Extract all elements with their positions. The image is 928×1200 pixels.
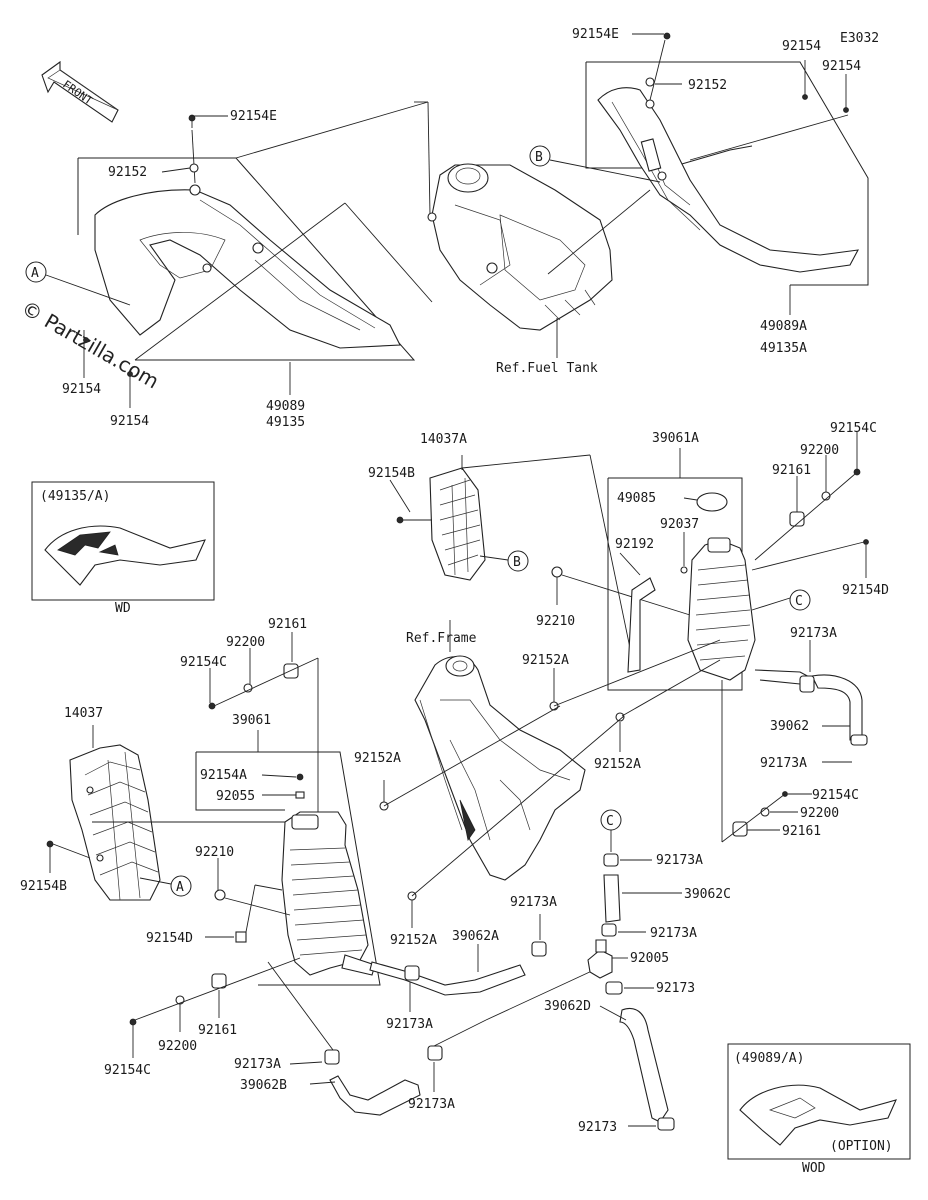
label-92173-b: 92173 — [578, 1120, 617, 1135]
label-92200-top: 92200 — [800, 443, 839, 458]
right-shroud-group — [585, 61, 869, 286]
label-92152a-2: 92152A — [594, 757, 641, 772]
callout-b-top-text: B — [535, 150, 543, 165]
inset-wod-title: (49089/A) — [734, 1051, 804, 1066]
label-92173a-c1: 92173A — [656, 853, 703, 868]
label-92173a-b2: 92173A — [408, 1097, 455, 1112]
label-92210-top: 92210 — [536, 614, 575, 629]
hose-39062a — [369, 941, 547, 996]
label-92200-bl: 92200 — [158, 1039, 197, 1054]
label-92173a-c2: 92173A — [650, 926, 697, 941]
label-92161-r: 92161 — [782, 824, 821, 839]
callout-c-bottom-text: C — [606, 814, 614, 829]
label-92154b-l: 92154B — [20, 879, 67, 894]
label-92154d-r: 92154D — [842, 583, 889, 598]
frame-ref — [414, 655, 586, 881]
callout-b-top — [529, 145, 551, 167]
label-92210-l: 92210 — [195, 845, 234, 860]
label-92154-r1: 92154 — [782, 39, 821, 54]
label-49089: 49089 — [266, 399, 305, 414]
fuel-tank-ref — [427, 163, 613, 331]
label-39061a: 39061A — [652, 431, 699, 446]
label-14037: 14037 — [64, 706, 103, 721]
label-49085: 49085 — [617, 491, 656, 506]
label-92154c-bl: 92154C — [104, 1063, 151, 1078]
label-ref-frame: Ref.Frame — [406, 631, 477, 646]
label-92173a-r2: 92173A — [760, 756, 807, 771]
label-92173a-r1: 92173A — [790, 626, 837, 641]
label-92173-c: 92173 — [656, 981, 695, 996]
label-92154e-left: 92154E — [230, 109, 277, 124]
inset-wd-title: (49135/A) — [40, 489, 110, 504]
label-39061: 39061 — [232, 713, 271, 728]
label-92192: 92192 — [615, 537, 654, 552]
label-92161-bl: 92161 — [198, 1023, 237, 1038]
label-92154a: 92154A — [200, 768, 247, 783]
inset-wod: (49089/A) (OPTION) WOD — [727, 1043, 911, 1176]
label-92173a-b3: 92173A — [386, 1017, 433, 1032]
label-92173a-b1: 92173A — [234, 1057, 281, 1072]
label-49089a: 49089A — [760, 319, 807, 334]
callout-a-top-text: A — [31, 266, 39, 281]
hose-39062d — [619, 1007, 675, 1131]
label-92154c-l: 92154C — [180, 655, 227, 670]
label-39062c: 39062C — [684, 887, 731, 902]
label-92154d-l: 92154D — [146, 931, 193, 946]
callout-c-right — [789, 589, 811, 611]
label-39062d: 39062D — [544, 999, 591, 1014]
label-92154c-top: 92154C — [830, 421, 877, 436]
label-92055: 92055 — [216, 789, 255, 804]
left-shroud-group — [77, 114, 416, 361]
label-ref-fuel-tank: Ref.Fuel Tank — [496, 361, 598, 376]
label-92152-top: 92152 — [688, 78, 727, 93]
right-radiator-guard — [429, 467, 486, 581]
callout-a-top — [25, 261, 47, 283]
label-92200-l: 92200 — [226, 635, 265, 650]
label-92154e-top: 92154E — [572, 27, 619, 42]
joint-92005 — [587, 939, 613, 979]
label-92154-r2: 92154 — [822, 59, 861, 74]
diagram-code: E3032 — [840, 31, 879, 46]
label-39062b: 39062B — [240, 1078, 287, 1093]
label-92152a-4: 92152A — [390, 933, 437, 948]
label-92005: 92005 — [630, 951, 669, 966]
inset-wd: (49135/A) WD — [31, 481, 215, 616]
label-49135: 49135 — [266, 415, 305, 430]
hose-39062b — [324, 1049, 421, 1116]
right-radiator — [607, 477, 756, 691]
callout-c-right-text: C — [795, 594, 803, 609]
label-92154-l2: 92154 — [110, 414, 149, 429]
inset-wod-note: (OPTION) — [830, 1139, 893, 1154]
callout-b-mid — [507, 550, 529, 572]
inset-wod-caption: WOD — [802, 1161, 826, 1176]
label-92152a-1: 92152A — [522, 653, 569, 668]
inset-wd-caption: WD — [115, 601, 131, 616]
label-14037a: 14037A — [420, 432, 467, 447]
label-92152a-3: 92152A — [354, 751, 401, 766]
label-39062a: 39062A — [452, 929, 499, 944]
label-39062: 39062 — [770, 719, 809, 734]
label-49135a: 49135A — [760, 341, 807, 356]
label-92154b-top: 92154B — [368, 466, 415, 481]
callout-b-mid-text: B — [513, 555, 521, 570]
label-92161-l: 92161 — [268, 617, 307, 632]
right-hose — [754, 669, 868, 746]
left-radiator-guard — [69, 744, 161, 901]
callout-a-left-text: A — [176, 880, 184, 895]
label-92152-left: 92152 — [108, 165, 147, 180]
label-92200-r: 92200 — [800, 806, 839, 821]
label-92173a-b4: 92173A — [510, 895, 557, 910]
front-arrow-icon: FRONT — [41, 60, 119, 123]
label-92161-top: 92161 — [772, 463, 811, 478]
callout-a-left — [170, 875, 192, 897]
left-radiator — [195, 751, 381, 986]
label-92037: 92037 — [660, 517, 699, 532]
label-92154-l1: 92154 — [62, 382, 101, 397]
label-92154c-r: 92154C — [812, 788, 859, 803]
